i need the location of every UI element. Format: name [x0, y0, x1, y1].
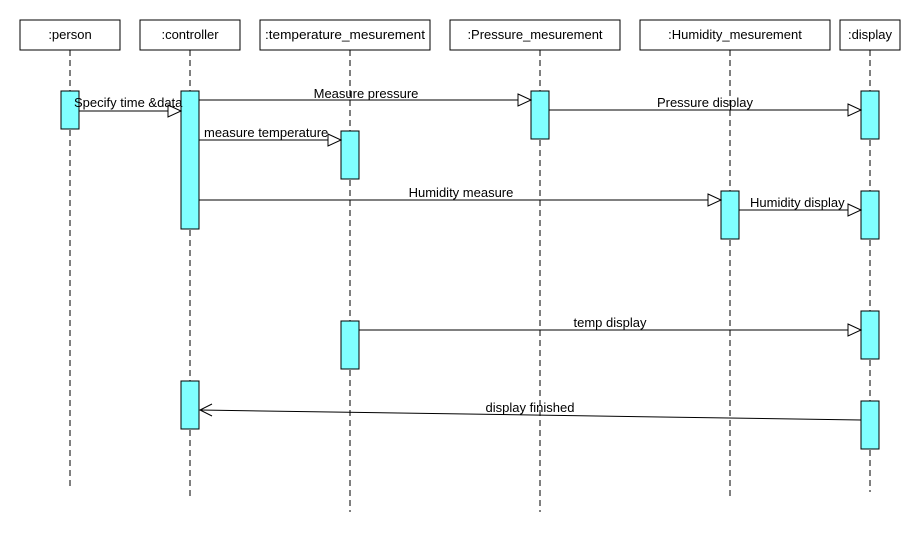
message-temp-display[interactable]: temp display	[359, 315, 863, 337]
participant-humidity[interactable]: :Humidity_mesurement	[639, 19, 831, 51]
activation-temperature	[340, 320, 360, 370]
message-measure-pressure[interactable]: Measure pressure	[199, 86, 533, 107]
arrowhead-icon	[847, 323, 863, 337]
arrowhead-icon	[707, 193, 723, 207]
participant-pressure[interactable]: :Pressure_mesurement	[449, 19, 621, 51]
activation-temperature	[340, 130, 360, 180]
message-measure-temperature[interactable]: measure temperature	[199, 125, 343, 147]
arrowhead-icon	[847, 203, 863, 217]
activation-person	[60, 90, 80, 130]
arrowhead-icon	[517, 93, 533, 107]
message-pressure-display[interactable]: Pressure display	[549, 95, 863, 117]
message-label: display finished	[486, 400, 575, 415]
activation-pressure	[530, 90, 550, 140]
participant-label: :controller	[161, 27, 219, 42]
participant-temperature[interactable]: :temperature_mesurement	[259, 19, 431, 51]
activation-display	[860, 90, 880, 140]
participant-display[interactable]: :display	[839, 19, 901, 51]
message-specify-time-data[interactable]: Specify time &data	[74, 95, 183, 118]
participant-label: :temperature_mesurement	[265, 27, 425, 42]
message-humidity-measure[interactable]: Humidity measure	[199, 185, 723, 207]
arrowhead-icon	[167, 104, 183, 118]
participant-label: :Humidity_mesurement	[668, 27, 802, 42]
arrowhead-icon	[198, 403, 213, 417]
activation-display	[860, 400, 880, 450]
activation-humidity	[720, 190, 740, 240]
activation-controller	[180, 380, 200, 430]
participant-person[interactable]: :person	[19, 19, 121, 51]
participant-label: :Pressure_mesurement	[467, 27, 602, 42]
activation-display	[860, 190, 880, 240]
message-label: Pressure display	[657, 95, 754, 110]
message-display-finished[interactable]: display finished	[198, 400, 862, 421]
activation-controller	[180, 90, 200, 230]
arrowhead-icon	[327, 133, 343, 147]
participant-label: :display	[848, 27, 893, 42]
message-label: Specify time &data	[74, 95, 183, 110]
message-label: Humidity measure	[409, 185, 514, 200]
arrowhead-icon	[847, 103, 863, 117]
message-humidity-display[interactable]: Humidity display	[739, 195, 863, 217]
message-label: measure temperature	[204, 125, 328, 140]
participant-controller[interactable]: :controller	[139, 19, 241, 51]
message-label: temp display	[574, 315, 647, 330]
message-label: Humidity display	[750, 195, 845, 210]
activation-display	[860, 310, 880, 360]
participant-label: :person	[48, 27, 91, 42]
message-label: Measure pressure	[314, 86, 419, 101]
